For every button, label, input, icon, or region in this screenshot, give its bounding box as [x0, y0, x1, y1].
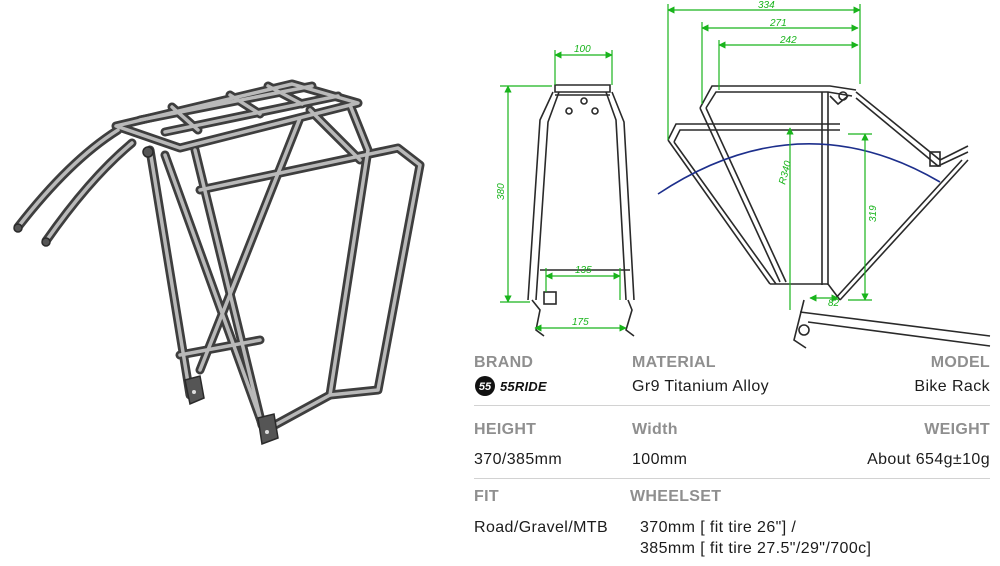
front-view-rack	[527, 84, 635, 337]
product-rack-illustration	[13, 79, 425, 446]
wheelset-value-line2: 385mm [ fit tire 27.5"/29"/700c]	[640, 540, 872, 557]
svg-text:55: 55	[479, 381, 492, 393]
height-value: 370/385mm	[474, 451, 563, 468]
wheel-radius-arc	[657, 143, 941, 195]
dim-length-mid: 271	[769, 18, 787, 29]
model-value: Bike Rack	[914, 378, 990, 395]
brand-label: BRAND	[474, 354, 534, 371]
side-view-dimensions	[667, 4, 872, 310]
wheelset-label: WHEELSET	[630, 488, 722, 505]
material-label: MATERIAL	[632, 354, 716, 371]
dim-bottom-width: 175	[572, 317, 589, 328]
brand-logo-text: 55RIDE	[500, 378, 547, 394]
model-label: MODEL	[930, 354, 990, 371]
brand-logo-icon: 55	[475, 376, 495, 396]
height-label: HEIGHT	[474, 421, 537, 438]
dim-radius: R340	[777, 159, 794, 185]
fit-label: FIT	[474, 488, 499, 505]
width-value: 100mm	[632, 451, 688, 468]
dim-side-height: 380	[496, 183, 507, 200]
dim-bottom-offset: 82	[828, 298, 840, 309]
dim-top-width: 100	[574, 44, 591, 55]
weight-label: WEIGHT	[924, 421, 990, 438]
front-view-dimensions	[500, 50, 627, 332]
spec-divider	[474, 478, 990, 479]
spec-divider	[474, 405, 990, 406]
wheelset-value-line1: 370mm [ fit tire 26"] /	[640, 519, 797, 536]
dim-length-short: 242	[779, 35, 797, 46]
fit-value: Road/Gravel/MTB	[474, 519, 609, 536]
dim-inner-width: 135	[575, 265, 592, 276]
rack-technical-drawing: 100 380 135 175	[496, 0, 991, 349]
brand-logo: 55 55RIDE	[474, 375, 547, 397]
weight-value: About 654g±10g	[867, 451, 990, 468]
dim-length-total: 334	[758, 0, 775, 11]
material-value: Gr9 Titanium Alloy	[632, 378, 770, 395]
width-label: Width	[632, 421, 678, 438]
dim-side-height-right: 319	[868, 205, 879, 222]
